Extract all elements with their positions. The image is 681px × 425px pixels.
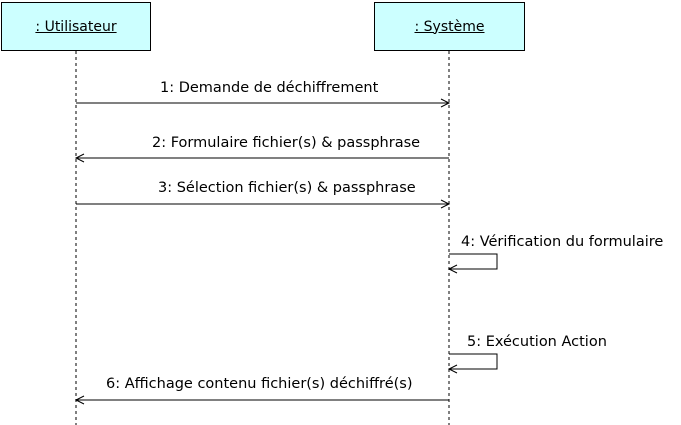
message-1-label: 1: Demande de déchiffrement — [160, 80, 379, 96]
message-4-label: 4: Vérification du formulaire — [461, 234, 663, 250]
message-5-arrow — [449, 353, 498, 370]
message-2-label: 2: Formulaire fichier(s) & passphrase — [152, 135, 420, 151]
message-5-arrowhead — [447, 364, 458, 374]
lifeline-utilisateur-box: : Utilisateur — [1, 2, 151, 51]
message-1-arrowhead — [440, 98, 451, 108]
message-2-arrowhead — [74, 153, 85, 163]
message-4-arrow — [449, 253, 498, 270]
message-6-arrowhead — [74, 395, 85, 405]
message-6-label: 6: Affichage contenu fichier(s) déchiffr… — [106, 376, 413, 392]
message-3-arrowhead — [440, 199, 451, 209]
message-5-label: 5: Exécution Action — [467, 334, 607, 350]
lifeline-systeme-box: : Système — [374, 2, 525, 51]
message-3-label: 3: Sélection fichier(s) & passphrase — [158, 180, 416, 196]
message-4-arrowhead — [447, 264, 458, 274]
